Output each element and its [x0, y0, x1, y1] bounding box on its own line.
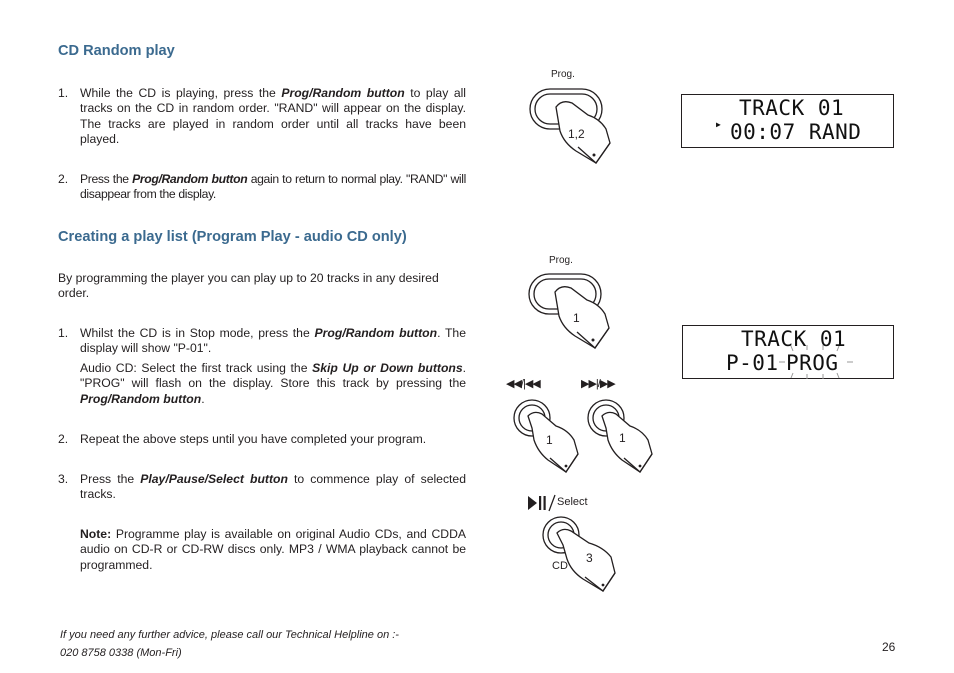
heading-creating-play-list: Creating a play list (Program Play - aud…	[58, 229, 407, 245]
note-text: Programme play is available on original …	[80, 527, 466, 572]
flash-rays-icon	[779, 345, 853, 379]
step-number: 3.	[58, 472, 69, 486]
hand-step-number: 3	[586, 551, 593, 565]
footer-helpline-text: If you need any further advice, please c…	[60, 629, 399, 641]
step-number: 2.	[58, 432, 69, 446]
step-text: Whilst the CD is in Stop mode, press the	[80, 326, 315, 340]
step-text: again to return to normal play. "RAND" w…	[80, 172, 466, 202]
step-bold-text: Prog/Random button	[314, 326, 438, 340]
prog-button-label: Prog.	[549, 255, 573, 266]
lcd-track-program-number: P-01	[726, 351, 779, 375]
program-step-1: 1. Whilst the CD is in Stop mode, press …	[58, 326, 466, 357]
step-text: .	[201, 391, 205, 406]
play-pause-icon	[528, 494, 556, 512]
program-step-3: 3. Press the Play/Pause/Select button to…	[58, 472, 466, 503]
step-text: . The display will show "P-01".	[80, 326, 466, 356]
step-bold-text: Prog/Random button	[132, 172, 248, 186]
lcd-display-program: TRACK 01 P-01 PROG	[682, 325, 894, 379]
select-button-hand-icon	[542, 516, 616, 592]
program-step-1b: Audio CD: Select the first track using t…	[58, 361, 466, 407]
step-text: Press the	[80, 172, 133, 186]
hand-step-number: 1	[619, 431, 626, 445]
hand-step-number: 1	[573, 311, 580, 325]
play-triangle-icon: ▶	[716, 120, 722, 129]
step-number: 1.	[58, 86, 69, 100]
heading-cd-random-play: CD Random play	[58, 43, 175, 59]
program-note: Note: Programme play is available on ori…	[58, 527, 466, 573]
step-number: 1.	[58, 326, 69, 340]
page-number: 26	[882, 640, 896, 654]
prog-button-hand-icon	[528, 273, 610, 349]
step-text: While the CD is playing, press the	[80, 86, 282, 100]
prog-button-hand-icon	[529, 88, 611, 164]
skip-down-button-hand-icon	[513, 399, 579, 473]
lcd-display-random: TRACK 01 ▶ 00:07 RAND	[681, 94, 894, 148]
random-step-1: 1. While the CD is playing, press the Pr…	[58, 86, 466, 148]
note-label: Note:	[80, 527, 112, 541]
lcd-line-2: 00:07 RAND	[730, 120, 862, 144]
skip-down-label: ◀◀/|◀◀	[506, 378, 541, 390]
lcd-prog-indicator: PROG	[786, 351, 839, 375]
step-text: Audio CD: Select the first track using t…	[80, 361, 313, 375]
random-step-2: 2. Press the Prog/Random button again to…	[58, 172, 466, 203]
step-bold-text: Prog/Random button	[281, 86, 405, 100]
skip-up-label: ▶▶|/▶▶	[581, 378, 616, 390]
skip-up-button-hand-icon	[587, 399, 653, 473]
step-number: 2.	[58, 172, 69, 186]
step-bold-text: Skip Up or Down buttons	[312, 361, 463, 375]
step-text: Press the	[80, 472, 141, 486]
program-step-2: 2. Repeat the above steps until you have…	[58, 432, 466, 447]
program-intro: By programming the player you can play u…	[58, 271, 439, 301]
lcd-line-1: TRACK 01	[739, 96, 845, 120]
step-bold-text: Prog/Random button	[80, 391, 202, 406]
step-text: to commence play of selected tracks.	[80, 472, 466, 502]
footer-phone-number: 020 8758 0338 (Mon-Fri)	[60, 647, 182, 659]
cd-label: CD	[552, 560, 568, 572]
select-label: Select	[557, 496, 588, 508]
prog-button-label: Prog.	[551, 69, 575, 80]
step-text: to play all tracks on the CD in random o…	[80, 86, 467, 147]
step-text: . "PROG" will flash on the display. Stor…	[80, 361, 466, 391]
step-text: Repeat the above steps until you have co…	[80, 432, 427, 446]
lcd-line-1: TRACK 01	[741, 327, 847, 351]
step-bold-text: Play/Pause/Select button	[140, 472, 288, 486]
hand-step-number: 1,2	[568, 127, 585, 141]
hand-step-number: 1	[546, 433, 553, 447]
